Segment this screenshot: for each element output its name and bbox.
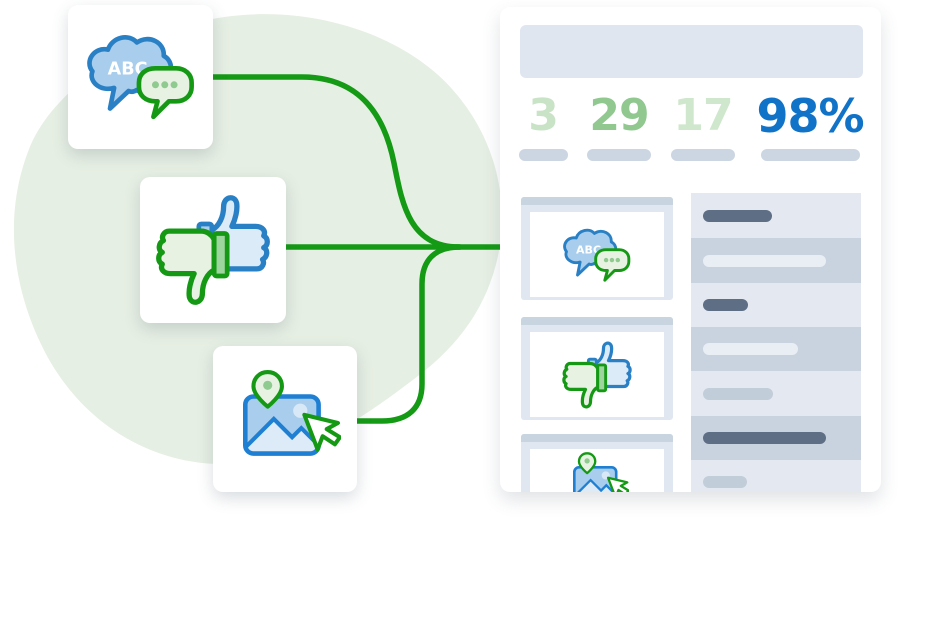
stat-1: 3 — [509, 91, 577, 161]
thumbs-up-down-icon — [562, 341, 632, 408]
detail-row — [691, 283, 861, 327]
detail-row — [691, 327, 861, 371]
stat-value: 29 — [589, 90, 649, 141]
feed-item-body — [530, 449, 664, 492]
location-pin-icon — [251, 370, 284, 409]
stat-underline-bar — [760, 149, 860, 161]
detail-row — [691, 371, 861, 416]
feed-item-body: ABC — [530, 212, 664, 297]
image-location-cursor-icon — [573, 452, 629, 492]
chat-abc-label: ABC — [107, 60, 147, 80]
image-location-cursor-icon — [243, 370, 341, 456]
feed-item-titlebar — [521, 434, 673, 442]
chat-bubbles-icon: ABC — [563, 228, 631, 282]
feed-item-body — [530, 332, 664, 417]
source-card-thumbs — [140, 177, 286, 323]
source-card-image — [213, 346, 357, 492]
thumbs-up-down-icon — [156, 195, 270, 305]
detail-row — [691, 460, 861, 492]
thumb-down — [156, 228, 230, 305]
placeholder-pill — [703, 343, 798, 355]
stat-4: 98% — [753, 91, 867, 161]
feed-item-titlebar — [521, 197, 673, 205]
detail-row — [691, 238, 861, 283]
placeholder-pill — [703, 387, 773, 400]
placeholder-pill — [703, 432, 826, 444]
cursor-icon — [302, 412, 341, 452]
feed-item-titlebar — [521, 317, 673, 325]
stat-2: 29 — [585, 91, 653, 161]
stat-value: 3 — [528, 90, 559, 141]
feed-item-chat: ABC — [521, 197, 673, 300]
stat-3: 17 — [669, 91, 737, 161]
detail-row — [691, 416, 861, 460]
placeholder-pill — [703, 209, 772, 222]
source-card-chat: ABC — [68, 5, 213, 149]
stat-value: 17 — [673, 90, 733, 141]
detail-row — [691, 193, 861, 238]
connector-bottom — [351, 244, 463, 424]
stat-underline-bar — [587, 149, 651, 161]
placeholder-pill — [703, 299, 748, 311]
stat-underline-bar — [518, 149, 568, 161]
speech-bubble-green — [136, 66, 194, 120]
stat-value: 98% — [756, 89, 864, 143]
placeholder-pill — [703, 476, 747, 488]
chat-abc-label: ABC — [576, 243, 601, 256]
stat-underline-bar — [671, 149, 735, 161]
feed-item-image — [521, 434, 673, 492]
placeholder-pill — [703, 254, 826, 267]
feed-item-thumbs — [521, 317, 673, 420]
dashboard-panel: 3 29 17 98% ABC — [500, 7, 881, 492]
chat-bubbles-icon: ABC — [86, 35, 194, 120]
detail-rows — [691, 193, 861, 492]
dashboard-header-bar — [520, 25, 863, 78]
